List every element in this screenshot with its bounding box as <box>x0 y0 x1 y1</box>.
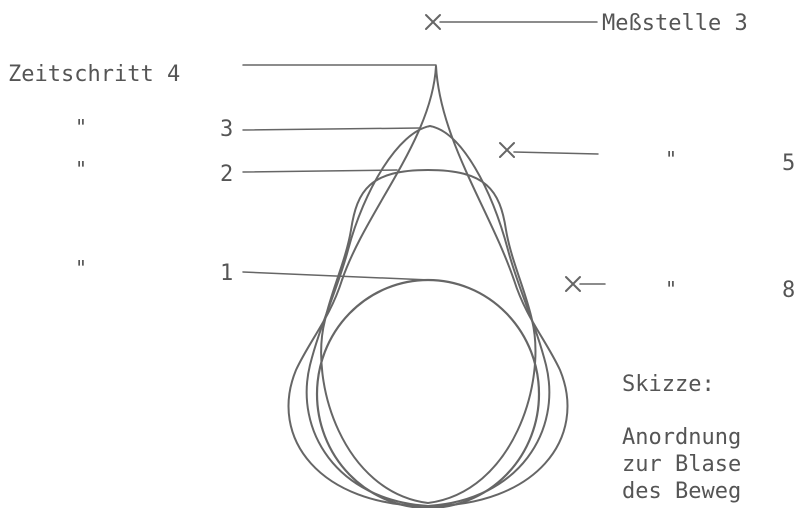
time-step-3-leader <box>243 128 420 130</box>
time-step-3-label: 3 <box>220 117 233 142</box>
measuring-point-3-label: Meßstelle 3 <box>602 11 748 36</box>
measuring-point-8-marker <box>566 277 605 291</box>
time-step-3-ditto: " <box>75 115 87 139</box>
measuring-point-8-label: 8 <box>782 278 795 303</box>
bubble-contour-step-3 <box>307 126 550 506</box>
time-step-1-ditto: " <box>75 256 87 280</box>
time-step-2-label: 2 <box>220 162 233 187</box>
time-step-title: Zeitschritt 4 <box>8 62 180 87</box>
measuring-point-5-ditto: " <box>665 147 677 171</box>
caption-title: Skizze: <box>622 372 715 397</box>
bubble-contour-step-4 <box>289 66 568 506</box>
measuring-point-5-label: 5 <box>782 151 795 176</box>
time-step-2-leader <box>243 170 397 172</box>
time-step-1-label: 1 <box>220 261 233 286</box>
measuring-point-8-ditto: " <box>665 277 677 301</box>
caption-line-3: des Beweg <box>622 479 741 504</box>
caption-line-2: zur Blase <box>622 452 741 477</box>
bubble-contour-step-2 <box>321 170 535 503</box>
time-step-2-ditto: " <box>75 157 87 181</box>
measuring-point-3-marker <box>426 15 597 29</box>
measuring-point-5-marker <box>500 143 598 157</box>
bubble-contour-step-1 <box>317 280 539 508</box>
caption-line-1: Anordnung <box>622 425 741 450</box>
